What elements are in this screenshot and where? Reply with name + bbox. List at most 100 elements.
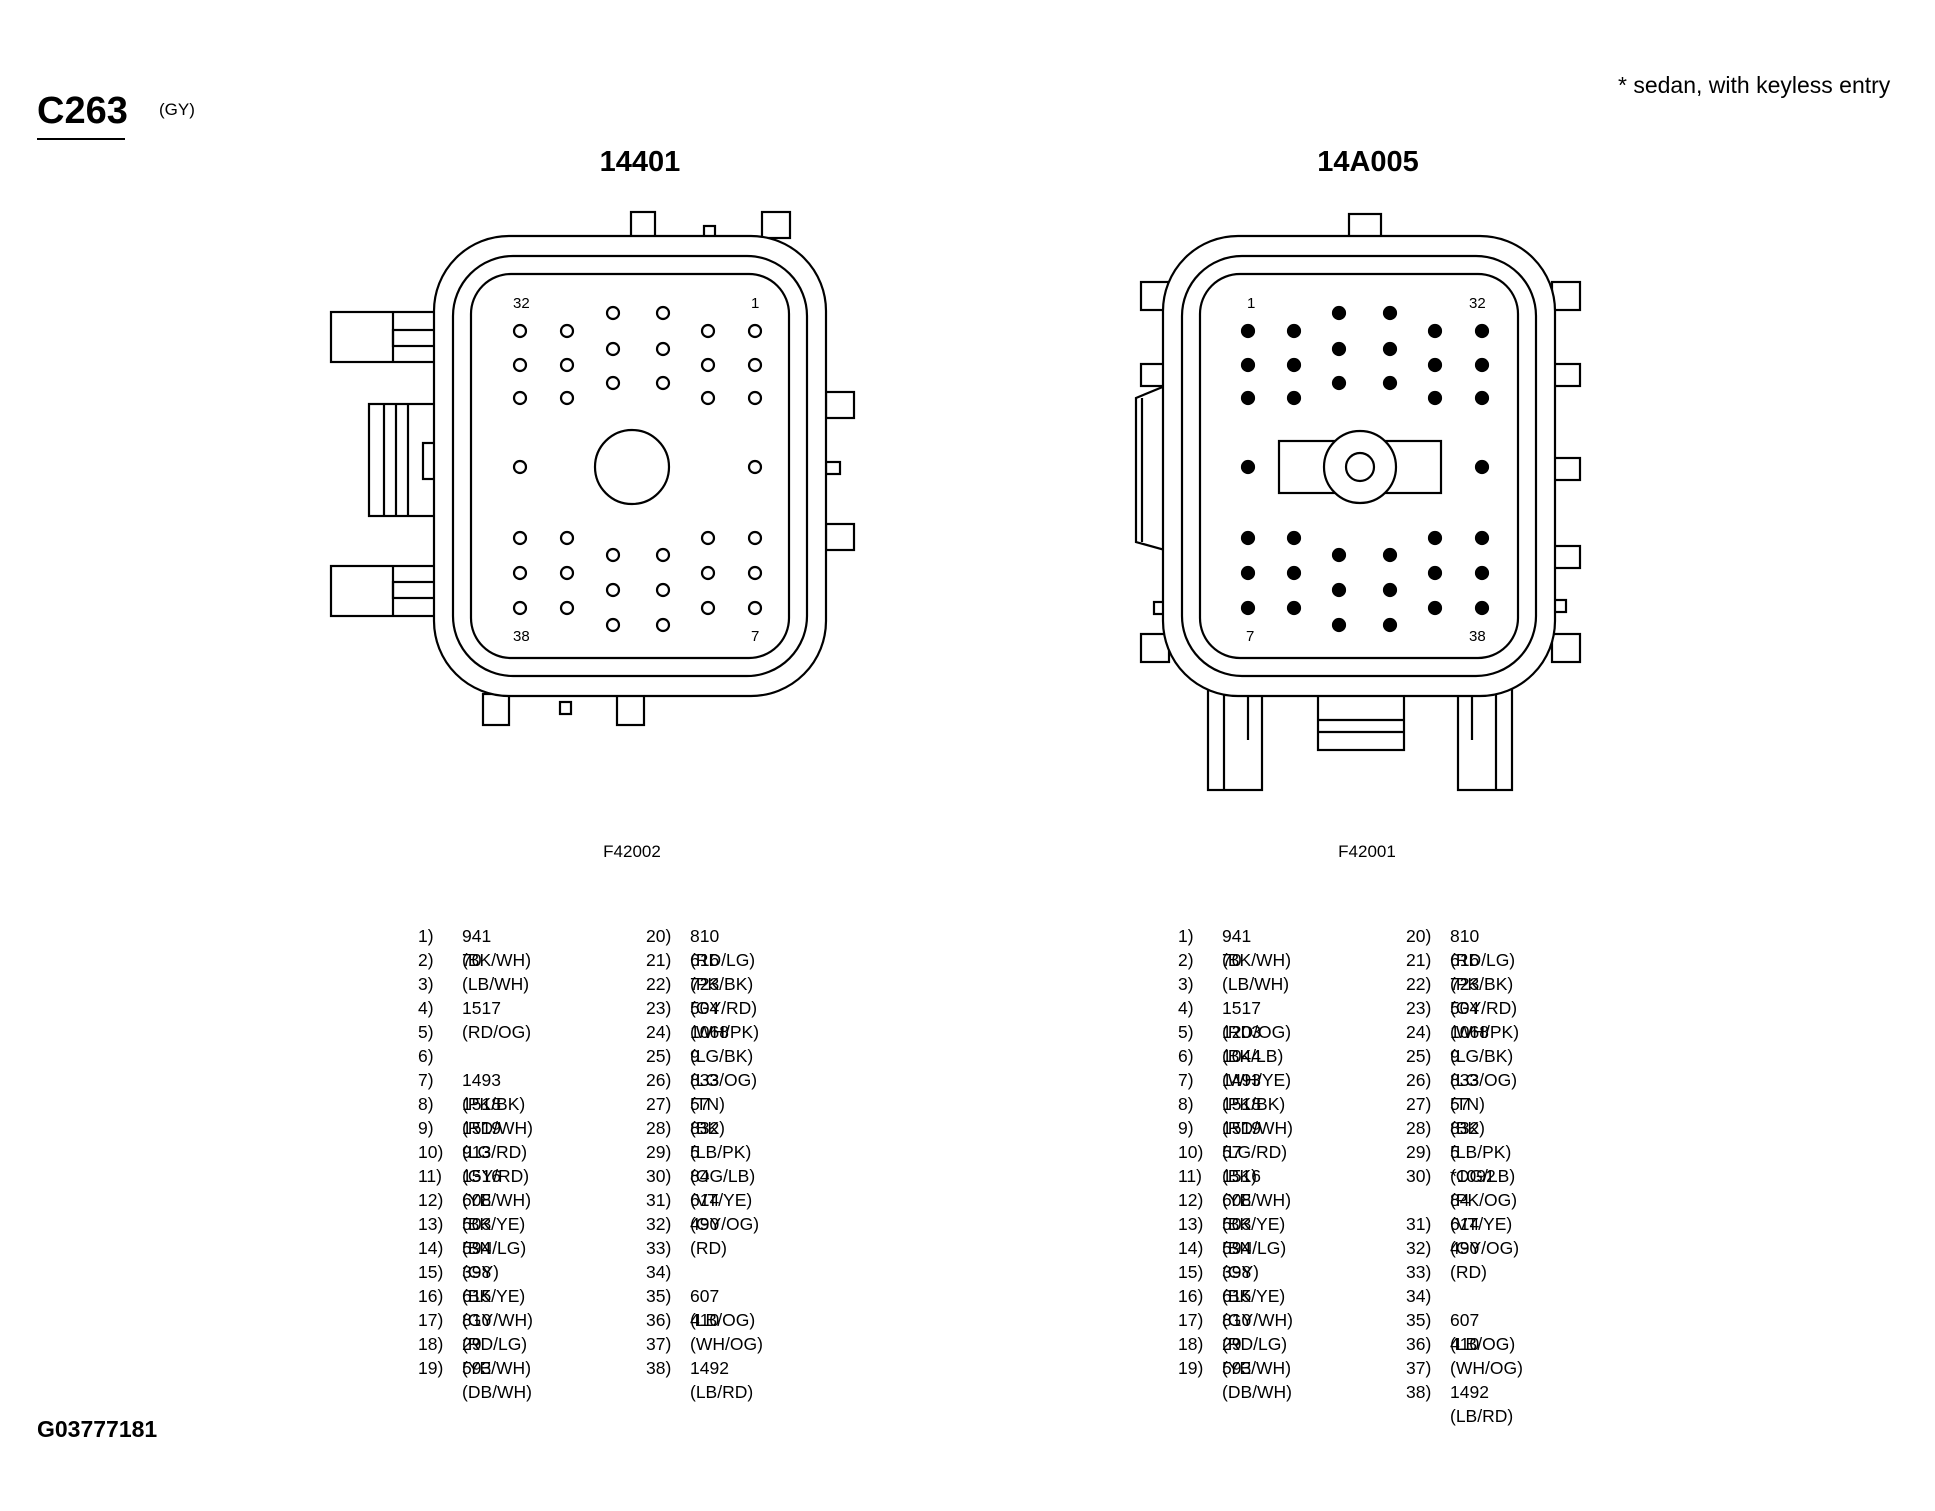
connector-id-underline bbox=[37, 138, 125, 140]
pin-cavity bbox=[1427, 565, 1443, 581]
pin-cavity bbox=[655, 341, 671, 357]
pin-number: 6) bbox=[1178, 1046, 1194, 1066]
pin-number: 14) bbox=[1178, 1238, 1204, 1258]
pin-cavity bbox=[1427, 530, 1443, 546]
pin-number: 37) bbox=[1406, 1358, 1432, 1378]
pin-wire: 29 (YE/WH) bbox=[1222, 1334, 1292, 1378]
figure-code-left: F42002 bbox=[603, 842, 661, 861]
pin-cavity bbox=[1331, 305, 1347, 321]
pin-cavity bbox=[1240, 459, 1256, 475]
pin-cavity bbox=[700, 390, 716, 406]
pin-cavity bbox=[655, 547, 671, 563]
pin-wire: 615 (GY/WH) bbox=[1222, 1286, 1293, 1330]
pin-number: 33) bbox=[646, 1238, 672, 1258]
pin-number: 13) bbox=[418, 1214, 444, 1234]
pin-cavity bbox=[1382, 341, 1398, 357]
pin-wire: 84 (VT/YE) bbox=[1450, 1190, 1513, 1234]
pin-cavity bbox=[1286, 565, 1302, 581]
pin-wire: 833 (TN) bbox=[690, 1070, 725, 1114]
pin-number: 19) bbox=[1178, 1358, 1204, 1378]
pin-cavity bbox=[1240, 530, 1256, 546]
pin-wire: 615 (GY/WH) bbox=[462, 1286, 533, 1330]
pin-wire: 832 (LB/PK) bbox=[690, 1118, 752, 1162]
pin-cavity bbox=[1331, 582, 1347, 598]
pin-number: 15) bbox=[418, 1262, 444, 1282]
pin-cavity bbox=[1331, 341, 1347, 357]
figure-code-right: F42001 bbox=[1338, 842, 1396, 861]
pin-number: 17) bbox=[418, 1310, 444, 1330]
pin-cavity bbox=[559, 565, 575, 581]
pin-wire: 1519 (LG/RD) bbox=[462, 1118, 528, 1162]
view-title-right: 14A005 bbox=[1317, 146, 1419, 178]
pin-cavity bbox=[512, 459, 528, 475]
pin-cavity bbox=[747, 459, 763, 475]
pin-wire: 941 (BK/WH) bbox=[462, 926, 532, 970]
pin-number: 18) bbox=[418, 1334, 444, 1354]
pin-wire: 1493 (PK/BK) bbox=[1222, 1070, 1286, 1114]
pin-number: 13) bbox=[1178, 1214, 1204, 1234]
pin-number: 28) bbox=[1406, 1118, 1432, 1138]
pin-wire: 607 (LB/OG) bbox=[1450, 1310, 1516, 1354]
pin-number: 12) bbox=[1178, 1190, 1204, 1210]
pin-number: 7) bbox=[418, 1070, 434, 1090]
pin-number: 17) bbox=[1178, 1310, 1204, 1330]
pin-wire: 832 (LB/PK) bbox=[1450, 1118, 1512, 1162]
pin-number: 10) bbox=[1178, 1142, 1204, 1162]
pin-cavity bbox=[700, 323, 716, 339]
pin-number: 16) bbox=[1178, 1286, 1204, 1306]
pin-cavity bbox=[1474, 459, 1490, 475]
pin-wire: 1492 (LB/RD) bbox=[690, 1358, 754, 1402]
connector-color: (GY) bbox=[159, 100, 195, 119]
pin-wire: 608 (BK/YE) bbox=[1222, 1190, 1286, 1234]
pin-cavity bbox=[1286, 390, 1302, 406]
pin-number: 27) bbox=[1406, 1094, 1432, 1114]
pin-cavity bbox=[1382, 547, 1398, 563]
pin-cavity bbox=[655, 375, 671, 391]
pin-wire: 1518 (RD/WH) bbox=[1222, 1094, 1293, 1138]
pin-number: 36) bbox=[646, 1310, 672, 1330]
pin-wire: 1516 (YE/WH) bbox=[462, 1166, 532, 1210]
pin-number: 2) bbox=[418, 950, 434, 970]
pin-cavity bbox=[747, 390, 763, 406]
pin-cavity bbox=[1240, 390, 1256, 406]
pin-cavity bbox=[1331, 547, 1347, 563]
pin-wire: 410 (WH/OG) bbox=[1450, 1334, 1523, 1378]
pin-number: 28) bbox=[646, 1118, 672, 1138]
pin-wire: 5 (OG/LB) bbox=[690, 1142, 756, 1186]
pin-wire: 913 (GY/RD) bbox=[462, 1142, 530, 1186]
pin-wire: 1203 (BK/LB) bbox=[1222, 1022, 1284, 1066]
pin-number: 23) bbox=[1406, 998, 1432, 1018]
pin-cavity bbox=[1240, 323, 1256, 339]
pin-wire: 398 (BK/YE) bbox=[1222, 1262, 1286, 1306]
pin-cavity bbox=[747, 323, 763, 339]
pin-number: 3) bbox=[418, 974, 434, 994]
pin-cavity bbox=[605, 305, 621, 321]
pin-cavity bbox=[1427, 357, 1443, 373]
pin-cavity bbox=[747, 565, 763, 581]
pin-cavity bbox=[1331, 617, 1347, 633]
pin-wire: 1519 (LG/RD) bbox=[1222, 1118, 1288, 1162]
pin-number: 38) bbox=[646, 1358, 672, 1378]
pin-wire: 1044 (WH/YE) bbox=[1222, 1046, 1292, 1090]
pin-wire: 616 (PK/BK) bbox=[690, 950, 754, 994]
pin-wire: 810 (RD/LG) bbox=[1222, 1310, 1288, 1354]
pin-cavity bbox=[512, 390, 528, 406]
pin-number: 3) bbox=[1178, 974, 1194, 994]
pin-number: 34) bbox=[646, 1262, 672, 1282]
pin-cavity bbox=[1427, 600, 1443, 616]
pin-wire: 607 (LB/OG) bbox=[690, 1286, 756, 1330]
pin-wire: 941 (BK/WH) bbox=[1222, 926, 1292, 970]
pin-cavity bbox=[512, 530, 528, 546]
pin-cavity bbox=[1427, 323, 1443, 339]
pin-wire: 1492 (LB/RD) bbox=[1450, 1382, 1514, 1426]
pin-cavity bbox=[512, 600, 528, 616]
pin-cavity bbox=[700, 530, 716, 546]
pin-number: 12) bbox=[418, 1190, 444, 1210]
pin-number: 21) bbox=[646, 950, 672, 970]
pin-cavity bbox=[1240, 357, 1256, 373]
pin-number: 33) bbox=[1406, 1262, 1432, 1282]
pin-cavity bbox=[1286, 323, 1302, 339]
pin-cavity bbox=[1474, 565, 1490, 581]
pin-wire: 614 (GY/OG) bbox=[1450, 1214, 1520, 1258]
pin-wire: 723 (GY/RD) bbox=[690, 974, 758, 1018]
